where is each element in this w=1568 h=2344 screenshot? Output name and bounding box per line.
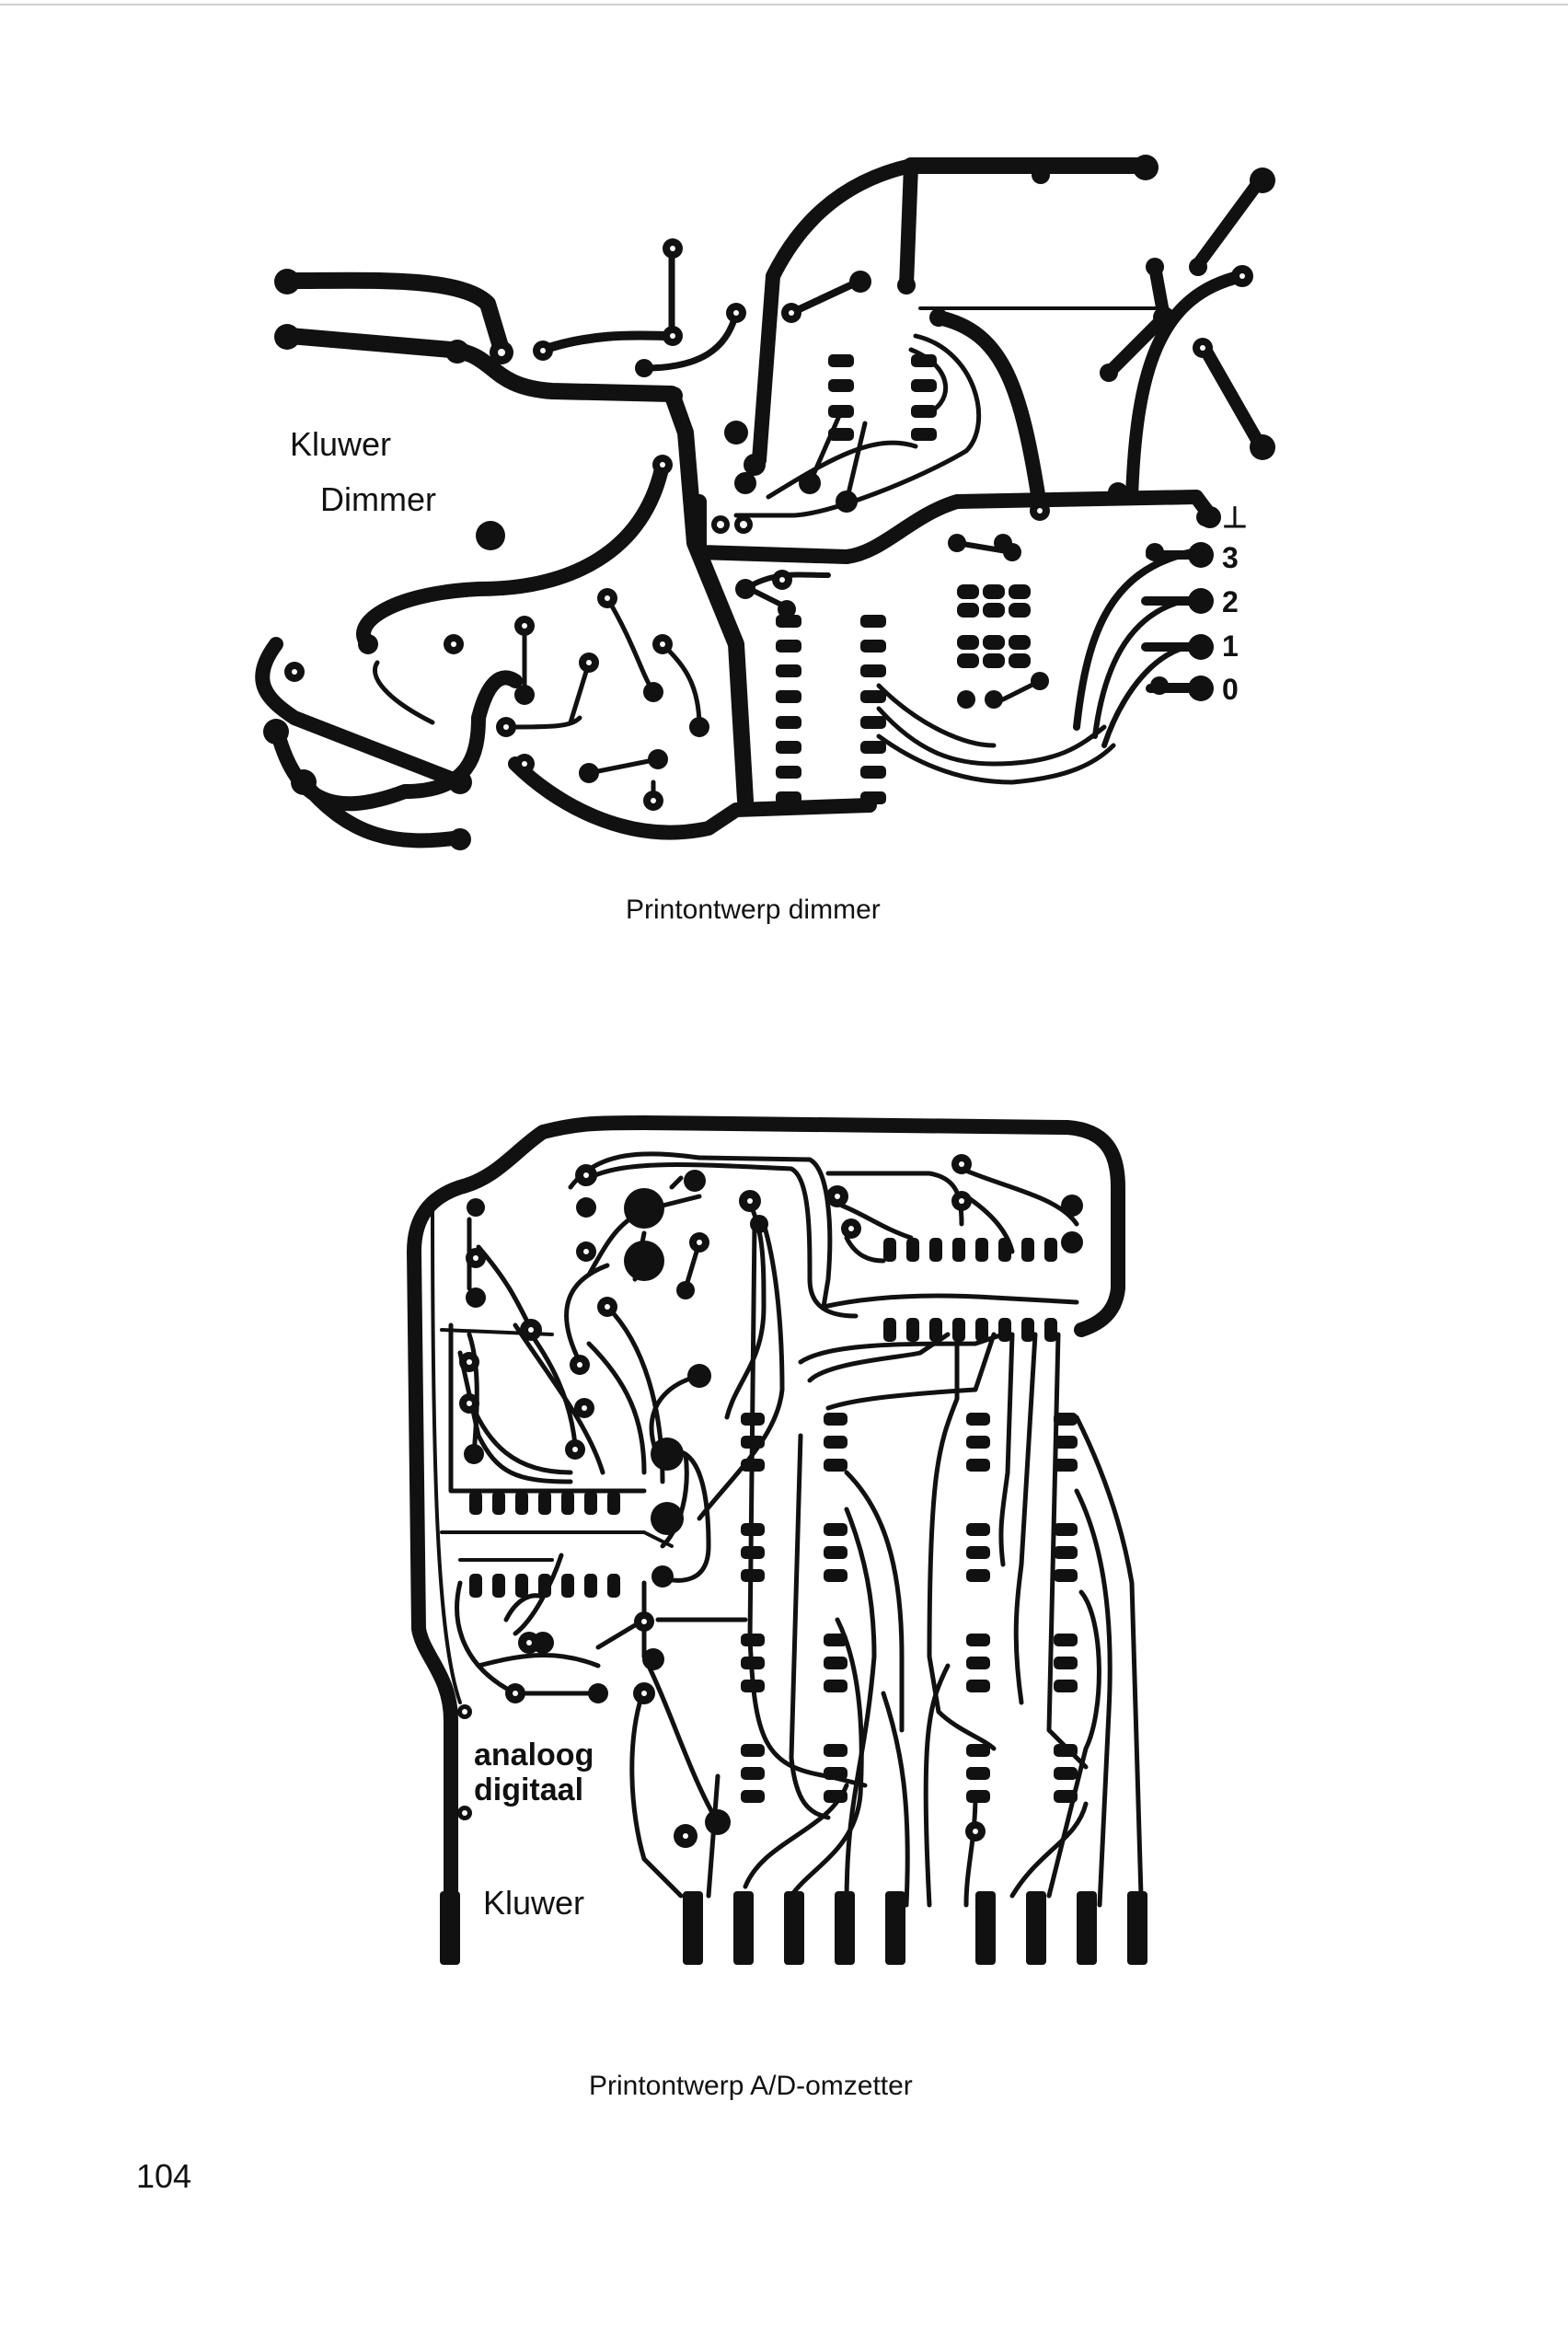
dimmer-name-label: Dimmer (320, 480, 436, 518)
figure-ad-converter: analoog digitaal Kluwer (407, 1115, 1147, 1965)
dimmer-connector-ground: ⊥ (1222, 501, 1248, 534)
dimmer-connector-1: 1 (1222, 629, 1239, 663)
dimmer-connector-2: 2 (1222, 585, 1239, 618)
ad-brand-label: Kluwer (483, 1884, 585, 1922)
caption-dimmer: Printontwerp dimmer (626, 895, 881, 925)
ad-mode-label-digital: digitaal (474, 1772, 584, 1807)
pcb-dimmer-artwork (255, 155, 1275, 850)
dimmer-brand-label: Kluwer (290, 425, 392, 463)
caption-ad-converter: Printontwerp A/D-omzetter (589, 2071, 913, 2101)
dimmer-connector-3: 3 (1222, 541, 1239, 574)
top-rule (0, 4, 1568, 6)
ad-mode-label-analog: analoog (474, 1738, 594, 1772)
page-number: 104 (136, 2157, 192, 2195)
figure-dimmer: Kluwer Dimmer ⊥ 3 2 1 0 (0, 0, 1568, 920)
dimmer-connector-0: 0 (1222, 673, 1239, 706)
pcb-ad-artwork (407, 1115, 1147, 1965)
